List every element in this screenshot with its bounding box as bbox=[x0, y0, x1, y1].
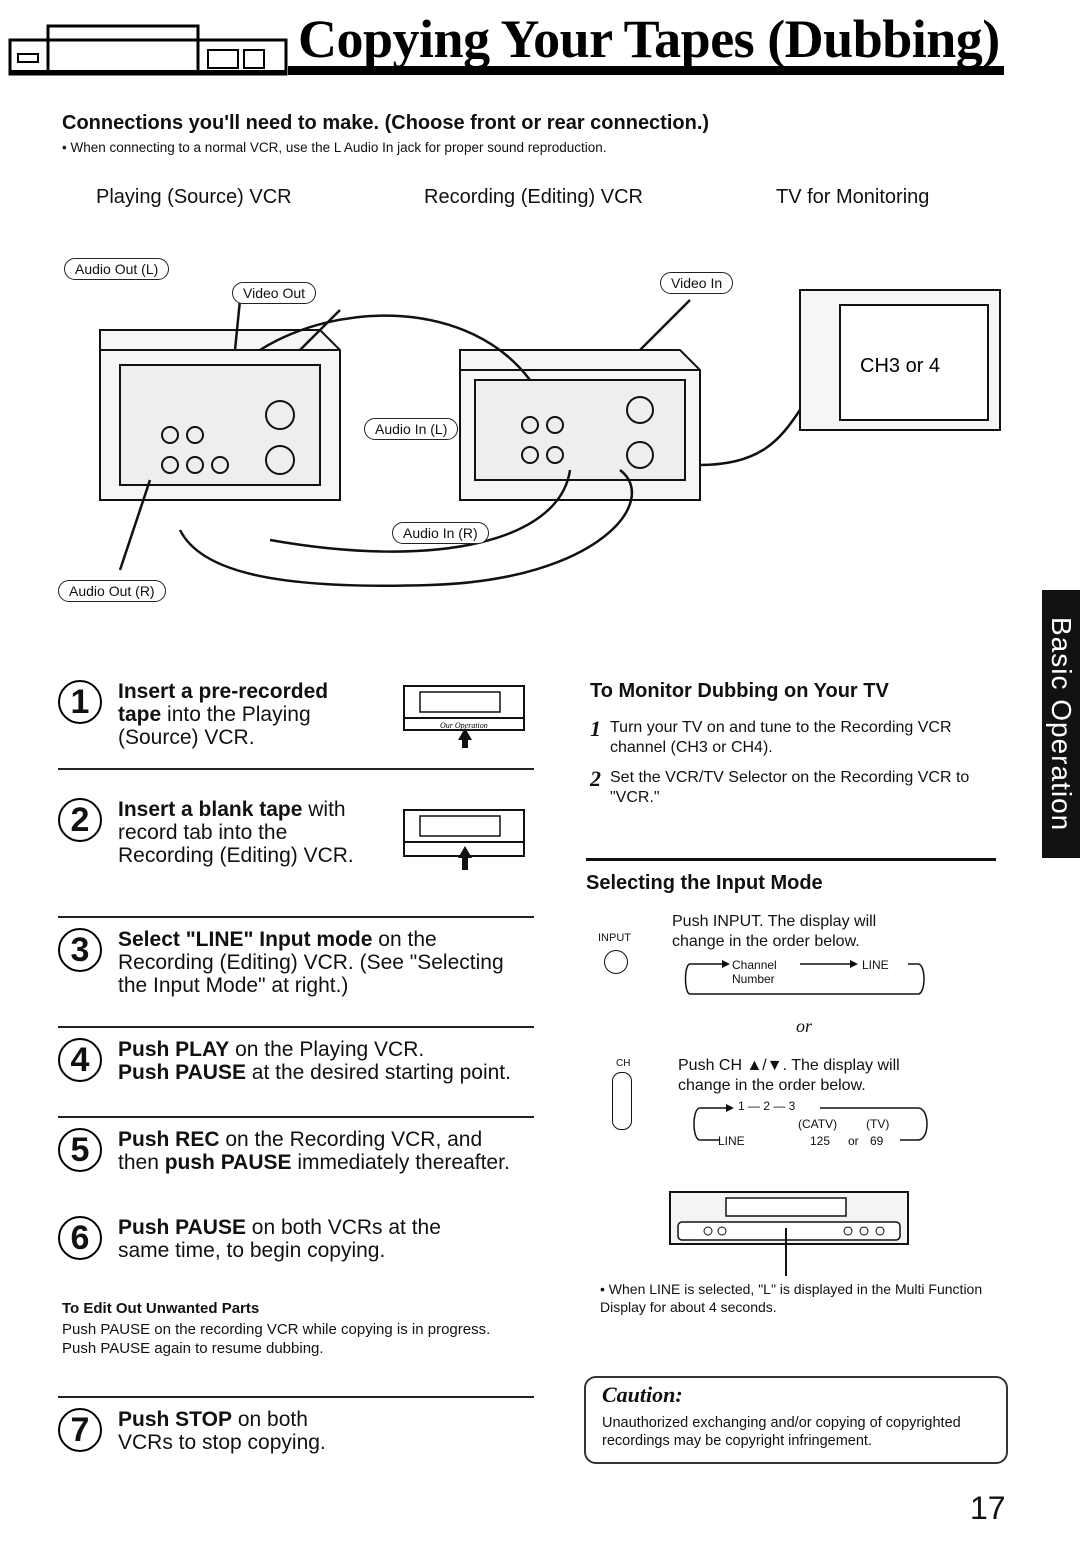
step-text: with record tab into the Recording (Edit… bbox=[118, 798, 354, 867]
cycle-number: Number bbox=[732, 972, 775, 986]
divider bbox=[58, 1116, 534, 1118]
label-video-out: Video Out bbox=[232, 282, 317, 304]
label-tv-monitoring: TV for Monitoring bbox=[776, 186, 930, 208]
step-2: 2 Insert a blank tape with record tab in… bbox=[58, 798, 538, 878]
cycle-69: 69 bbox=[870, 1134, 884, 1148]
title-underline bbox=[288, 66, 1004, 75]
recording-vcr-illustration bbox=[459, 349, 701, 501]
step-bold: Push PAUSE bbox=[118, 1061, 246, 1084]
step-bold: Select "LINE" Input mode bbox=[118, 928, 373, 951]
input-text: Push INPUT. The display will change in t… bbox=[672, 913, 877, 950]
label-recording-vcr: Recording (Editing) VCR bbox=[424, 186, 643, 208]
page-title: Copying Your Tapes (Dubbing) bbox=[298, 9, 1000, 69]
step-bold: Push STOP bbox=[118, 1408, 232, 1431]
step-text: on both VCRs at the same time, to begin … bbox=[118, 1216, 441, 1262]
cycle-or: or bbox=[848, 1134, 859, 1148]
label-audio-in-l: Audio In (L) bbox=[364, 418, 459, 440]
divider bbox=[58, 768, 534, 770]
step-text: into the Playing (Source) VCR. bbox=[118, 703, 311, 749]
divider bbox=[58, 1396, 534, 1398]
cycle-numbers: 1 — 2 — 3 bbox=[738, 1099, 796, 1113]
connection-diagram: CH3 or 4 bbox=[99, 289, 1001, 587]
step-5: 5 Push REC on the Recording VCR, and the… bbox=[58, 1128, 538, 1188]
cycle-125: 125 bbox=[810, 1134, 831, 1148]
step-number: 7 bbox=[58, 1408, 102, 1452]
item-text: Set the VCR/TV Selector on the Recording… bbox=[610, 769, 970, 806]
cycle-line: LINE bbox=[718, 1134, 745, 1148]
cycle-catv: (CATV) bbox=[798, 1117, 838, 1131]
cycle-tv: (TV) bbox=[866, 1117, 890, 1131]
tape-label: Our Operation bbox=[440, 721, 488, 730]
section-tab: Basic Operation bbox=[1042, 590, 1080, 858]
tv-channel-text: CH3 or 4 bbox=[860, 355, 940, 377]
label-video-in: Video In bbox=[660, 272, 734, 294]
step-text: on both VCRs to stop copying. bbox=[118, 1408, 326, 1454]
step-bold: Insert a blank tape bbox=[118, 798, 303, 821]
playing-vcr-illustration bbox=[99, 329, 341, 501]
or-separator: or bbox=[796, 1016, 813, 1036]
step-text: on the Playing VCR. bbox=[229, 1038, 425, 1061]
monitor-heading: To Monitor Dubbing on Your TV bbox=[590, 680, 889, 702]
divider bbox=[58, 1026, 534, 1028]
line-note: • When LINE is selected, "L" is displaye… bbox=[600, 1281, 983, 1315]
input-button-label: INPUT bbox=[598, 932, 631, 944]
divider bbox=[586, 858, 996, 861]
input-button-icon bbox=[604, 950, 628, 974]
step-text: on the Recording (Editing) VCR. (See "Se… bbox=[118, 928, 504, 997]
input-cycle-diagram-2 bbox=[693, 1104, 928, 1141]
step-bold: Push PLAY bbox=[118, 1038, 230, 1061]
vcr-icon bbox=[8, 24, 288, 76]
cycle-line: LINE bbox=[862, 958, 889, 972]
step-number: 5 bbox=[58, 1128, 102, 1172]
cycle-channel: Channel bbox=[732, 958, 777, 972]
ch-text: Push CH ▲/▼. The display will change in … bbox=[678, 1057, 900, 1094]
label-audio-out-r: Audio Out (R) bbox=[58, 580, 166, 602]
step-bold: push PAUSE bbox=[164, 1151, 292, 1174]
step-7: 7 Push STOP on both VCRs to stop copying… bbox=[58, 1408, 538, 1468]
item-number: 1 bbox=[590, 716, 601, 741]
tape-insert-illustration-2 bbox=[403, 809, 525, 870]
cables bbox=[118, 299, 802, 587]
label-audio-in-r: Audio In (R) bbox=[392, 522, 489, 544]
divider bbox=[58, 916, 534, 918]
step-4: 4 Push PLAY on the Playing VCR. Push PAU… bbox=[58, 1038, 538, 1098]
vcr-display-illustration bbox=[669, 1191, 909, 1276]
step-bold: Push REC bbox=[118, 1128, 220, 1151]
monitor-item-2: 2 Set the VCR/TV Selector on the Recordi… bbox=[590, 766, 980, 816]
item-number: 2 bbox=[590, 766, 601, 791]
caution-text: Unauthorized exchanging and/or copying o… bbox=[602, 1415, 961, 1449]
step-3: 3 Select "LINE" Input mode on the Record… bbox=[58, 928, 538, 1008]
ch-button-label: CH bbox=[616, 1058, 631, 1069]
caution-title: Caution: bbox=[602, 1382, 683, 1407]
input-cycle-diagram-1 bbox=[684, 960, 925, 995]
item-text: Turn your TV on and tune to the Recordin… bbox=[610, 719, 952, 756]
label-audio-out-l: Audio Out (L) bbox=[64, 258, 170, 280]
step-number: 1 bbox=[58, 680, 102, 724]
step-text: at the desired starting point. bbox=[245, 1061, 511, 1084]
step-number: 2 bbox=[58, 798, 102, 842]
connections-note: • When connecting to a normal VCR, use t… bbox=[62, 140, 607, 155]
step-6: 6 Push PAUSE on both VCRs at the same ti… bbox=[58, 1216, 538, 1276]
step-text: immediately thereafter. bbox=[291, 1151, 510, 1174]
ch-button-icon bbox=[612, 1072, 632, 1130]
label-playing-vcr: Playing (Source) VCR bbox=[96, 186, 292, 208]
step-number: 4 bbox=[58, 1038, 102, 1082]
step-bold: Insert a pre-recorded tape bbox=[118, 680, 329, 726]
edit-out-text: Push PAUSE on the recording VCR while co… bbox=[62, 1321, 491, 1357]
page-number: 17 bbox=[970, 1490, 1006, 1526]
step-text: then bbox=[118, 1151, 165, 1174]
edit-out-heading: To Edit Out Unwanted Parts bbox=[62, 1300, 260, 1317]
input-mode-heading: Selecting the Input Mode bbox=[586, 872, 823, 894]
tape-insert-illustration-1: Our Operation bbox=[403, 685, 525, 748]
step-1: 1 Insert a pre-recorded tape into the Pl… bbox=[58, 680, 538, 760]
monitor-item-1: 1 Turn your TV on and tune to the Record… bbox=[590, 716, 980, 766]
tv-illustration bbox=[799, 289, 1001, 431]
connections-heading: Connections you'll need to make. (Choose… bbox=[62, 112, 710, 134]
step-text: on the Recording VCR, and bbox=[219, 1128, 483, 1151]
step-number: 3 bbox=[58, 928, 102, 972]
step-bold: Push PAUSE bbox=[118, 1216, 246, 1239]
caution-box: Caution: Unauthorized exchanging and/or … bbox=[584, 1376, 1008, 1464]
step-number: 6 bbox=[58, 1216, 102, 1260]
